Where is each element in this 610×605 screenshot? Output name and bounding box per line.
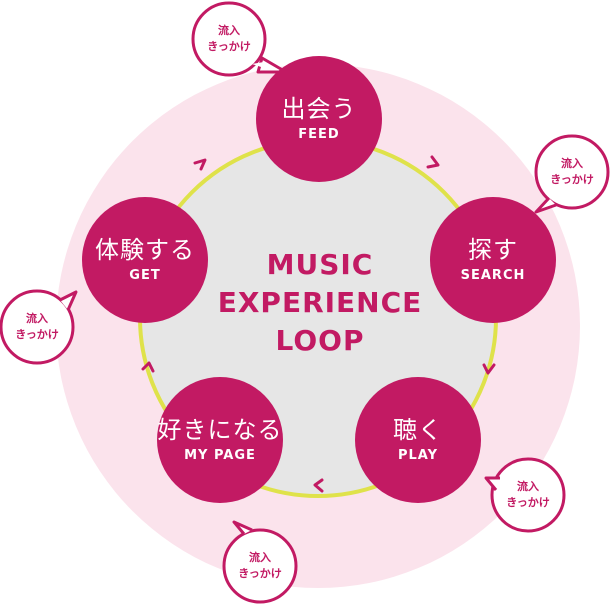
node-label-search: 探す SEARCH [430, 235, 556, 285]
node-mypage [157, 377, 283, 503]
title-line-2: EXPERIENCE [217, 286, 423, 319]
bubble-3-line-2: きっかけ [15, 328, 59, 341]
bubble-5-line-2: きっかけ [238, 567, 282, 580]
node-search-en: SEARCH [460, 268, 526, 283]
node-label-mypage: 好きになる MY PAGE [157, 415, 283, 465]
bubble-text-right-bottom: 流入 きっかけ [493, 479, 563, 511]
bubble-4-line-2: きっかけ [506, 496, 550, 509]
node-search [430, 197, 556, 323]
bubble-text-top-left: 流入 きっかけ [194, 23, 264, 55]
bubble-left [0, 289, 78, 365]
arrow-play-to-mypage [313, 478, 324, 493]
node-play-jp: 聴く [393, 416, 443, 444]
bubble-2-line-1: 流入 [561, 157, 583, 170]
bubble-1-line-1: 流入 [218, 24, 240, 37]
bubble-top-left [191, 1, 288, 77]
loop-arrows [141, 155, 496, 493]
arrow-get-to-feed [193, 158, 207, 171]
node-play-en: PLAY [397, 448, 439, 463]
node-label-feed: 出会う FEED [256, 94, 382, 144]
bubble-text-left: 流入 きっかけ [2, 311, 72, 343]
node-get [82, 197, 208, 323]
node-get-jp: 体験する [95, 236, 195, 264]
arrow-feed-to-search [426, 155, 440, 169]
node-feed-jp: 出会う [281, 95, 357, 123]
node-get-en: GET [129, 268, 161, 283]
node-mypage-en: MY PAGE [184, 448, 256, 463]
node-feed [256, 56, 382, 182]
title-line-1: MUSIC [266, 248, 374, 281]
bubble-bottom [222, 520, 298, 604]
bubble-3-line-1: 流入 [26, 312, 48, 325]
title-line-3: LOOP [275, 324, 365, 357]
bubble-right-top [534, 134, 610, 214]
node-play [355, 377, 481, 503]
node-feed-en: FEED [298, 127, 340, 142]
node-label-play: 聴く PLAY [355, 415, 481, 465]
bubble-text-right-top: 流入 きっかけ [537, 156, 607, 188]
node-label-get: 体験する GET [82, 235, 208, 285]
bubble-4-line-1: 流入 [517, 480, 539, 493]
bubble-2-line-2: きっかけ [550, 173, 594, 186]
bubble-text-bottom: 流入 きっかけ [225, 550, 295, 582]
bubble-5-line-1: 流入 [249, 551, 271, 564]
node-mypage-jp: 好きになる [157, 416, 283, 444]
bubble-1-line-2: きっかけ [207, 40, 251, 53]
bubble-right-bottom [484, 457, 566, 533]
diagram-title: MUSIC EXPERIENCE LOOP [205, 246, 435, 360]
node-search-jp: 探す [468, 236, 518, 264]
arrow-search-to-play [482, 363, 496, 375]
arrow-mypage-to-get [141, 361, 155, 373]
